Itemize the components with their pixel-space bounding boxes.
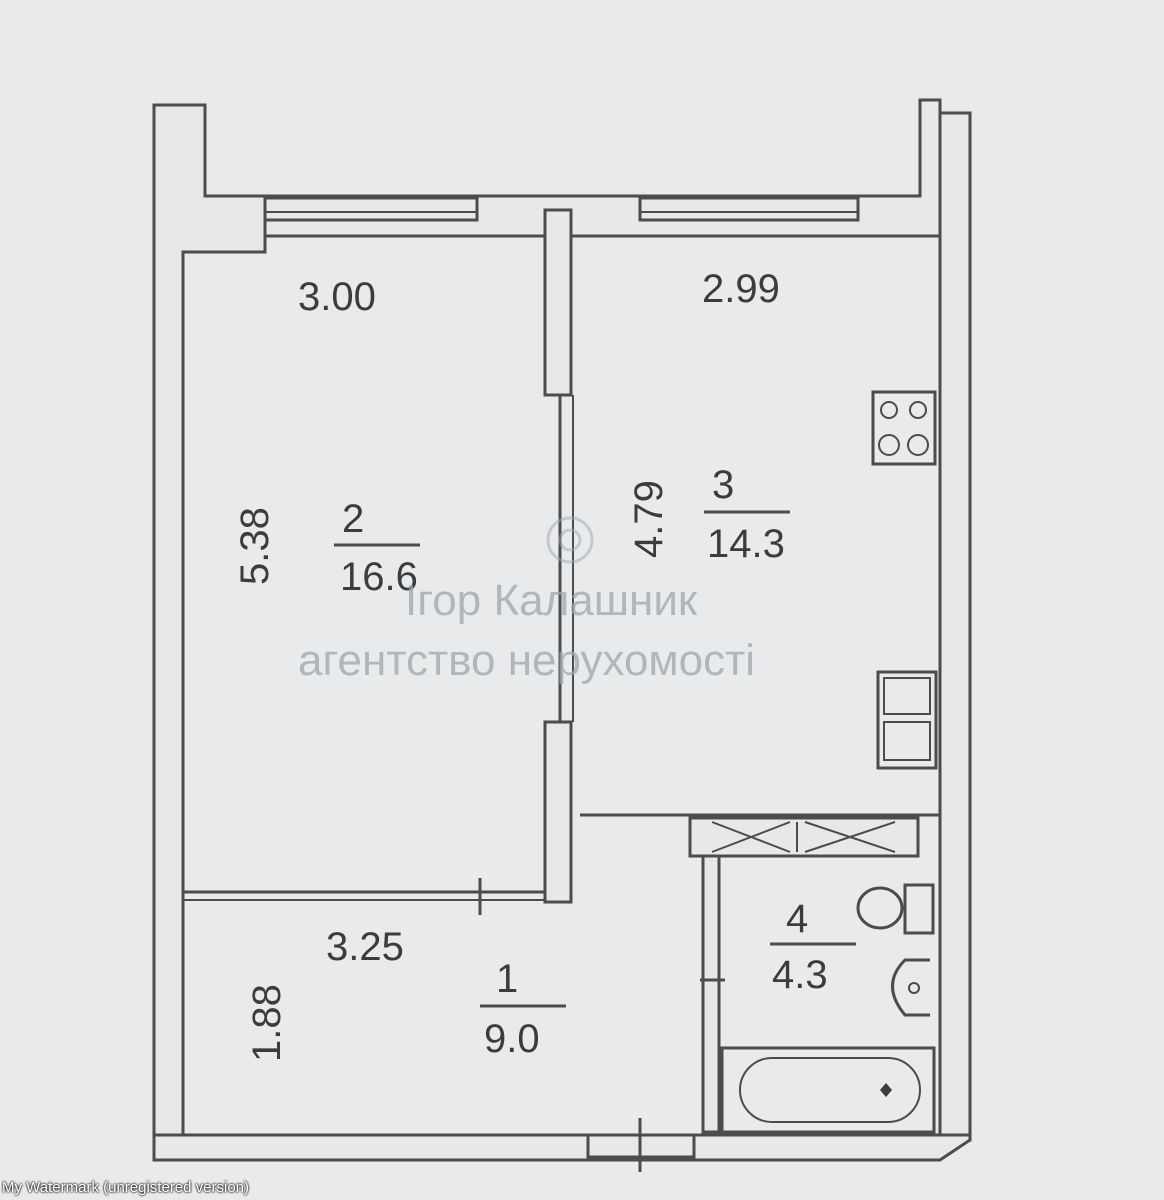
- right-wall: [938, 111, 972, 1142]
- bathtub-icon: [720, 1046, 936, 1134]
- watermark-line1: Ігор Калашник: [405, 576, 698, 625]
- entrance-door: [586, 1118, 696, 1172]
- room-1-label: 1 9.0: [480, 957, 566, 1061]
- interior-walls: [183, 208, 940, 1134]
- dim-room1-length: 1.88: [245, 984, 289, 1062]
- footer-watermark: My Watermark (unregistered version): [2, 1179, 250, 1196]
- sink-icon: [876, 670, 938, 770]
- window-right: [638, 196, 860, 222]
- stove-icon: [871, 390, 937, 466]
- room-area: 4.3: [772, 953, 828, 997]
- bathroom-left-wall: [701, 854, 721, 1134]
- dim-room1-width: 3.25: [326, 925, 404, 969]
- room-number: 3: [712, 463, 734, 507]
- room-area: 16.6: [340, 555, 418, 599]
- partition-2-3-top: [543, 208, 573, 397]
- outer-walls: [152, 98, 972, 1172]
- window-left: [263, 196, 479, 222]
- room-area: 14.3: [707, 522, 785, 566]
- watermark-logo-icon: [546, 516, 594, 564]
- room-area: 9.0: [484, 1017, 540, 1061]
- room-4-label: 4 4.3: [770, 897, 856, 997]
- dim-room2-length: 5.38: [233, 507, 277, 585]
- room-3-label: 3 14.3: [704, 463, 790, 566]
- bottom-wall: [152, 1133, 972, 1162]
- dim-room3-length: 4.79: [627, 480, 671, 558]
- watermark-line2: агентство нерухомості: [298, 636, 755, 685]
- washbasin-icon: [891, 958, 930, 1017]
- room-number: 2: [342, 497, 364, 541]
- left-wall: [152, 103, 267, 1137]
- room-number: 4: [786, 897, 808, 941]
- room-number: 1: [496, 957, 518, 1001]
- dim-room2-width: 3.00: [298, 275, 376, 319]
- wardrobe: [688, 816, 920, 858]
- toilet-icon: [856, 883, 935, 935]
- room-2-label: 2 16.6: [334, 497, 420, 599]
- wardrobe-crosses: [711, 821, 896, 853]
- partition-2-3-bottom: [543, 720, 573, 904]
- dim-room3-width: 2.99: [702, 267, 780, 311]
